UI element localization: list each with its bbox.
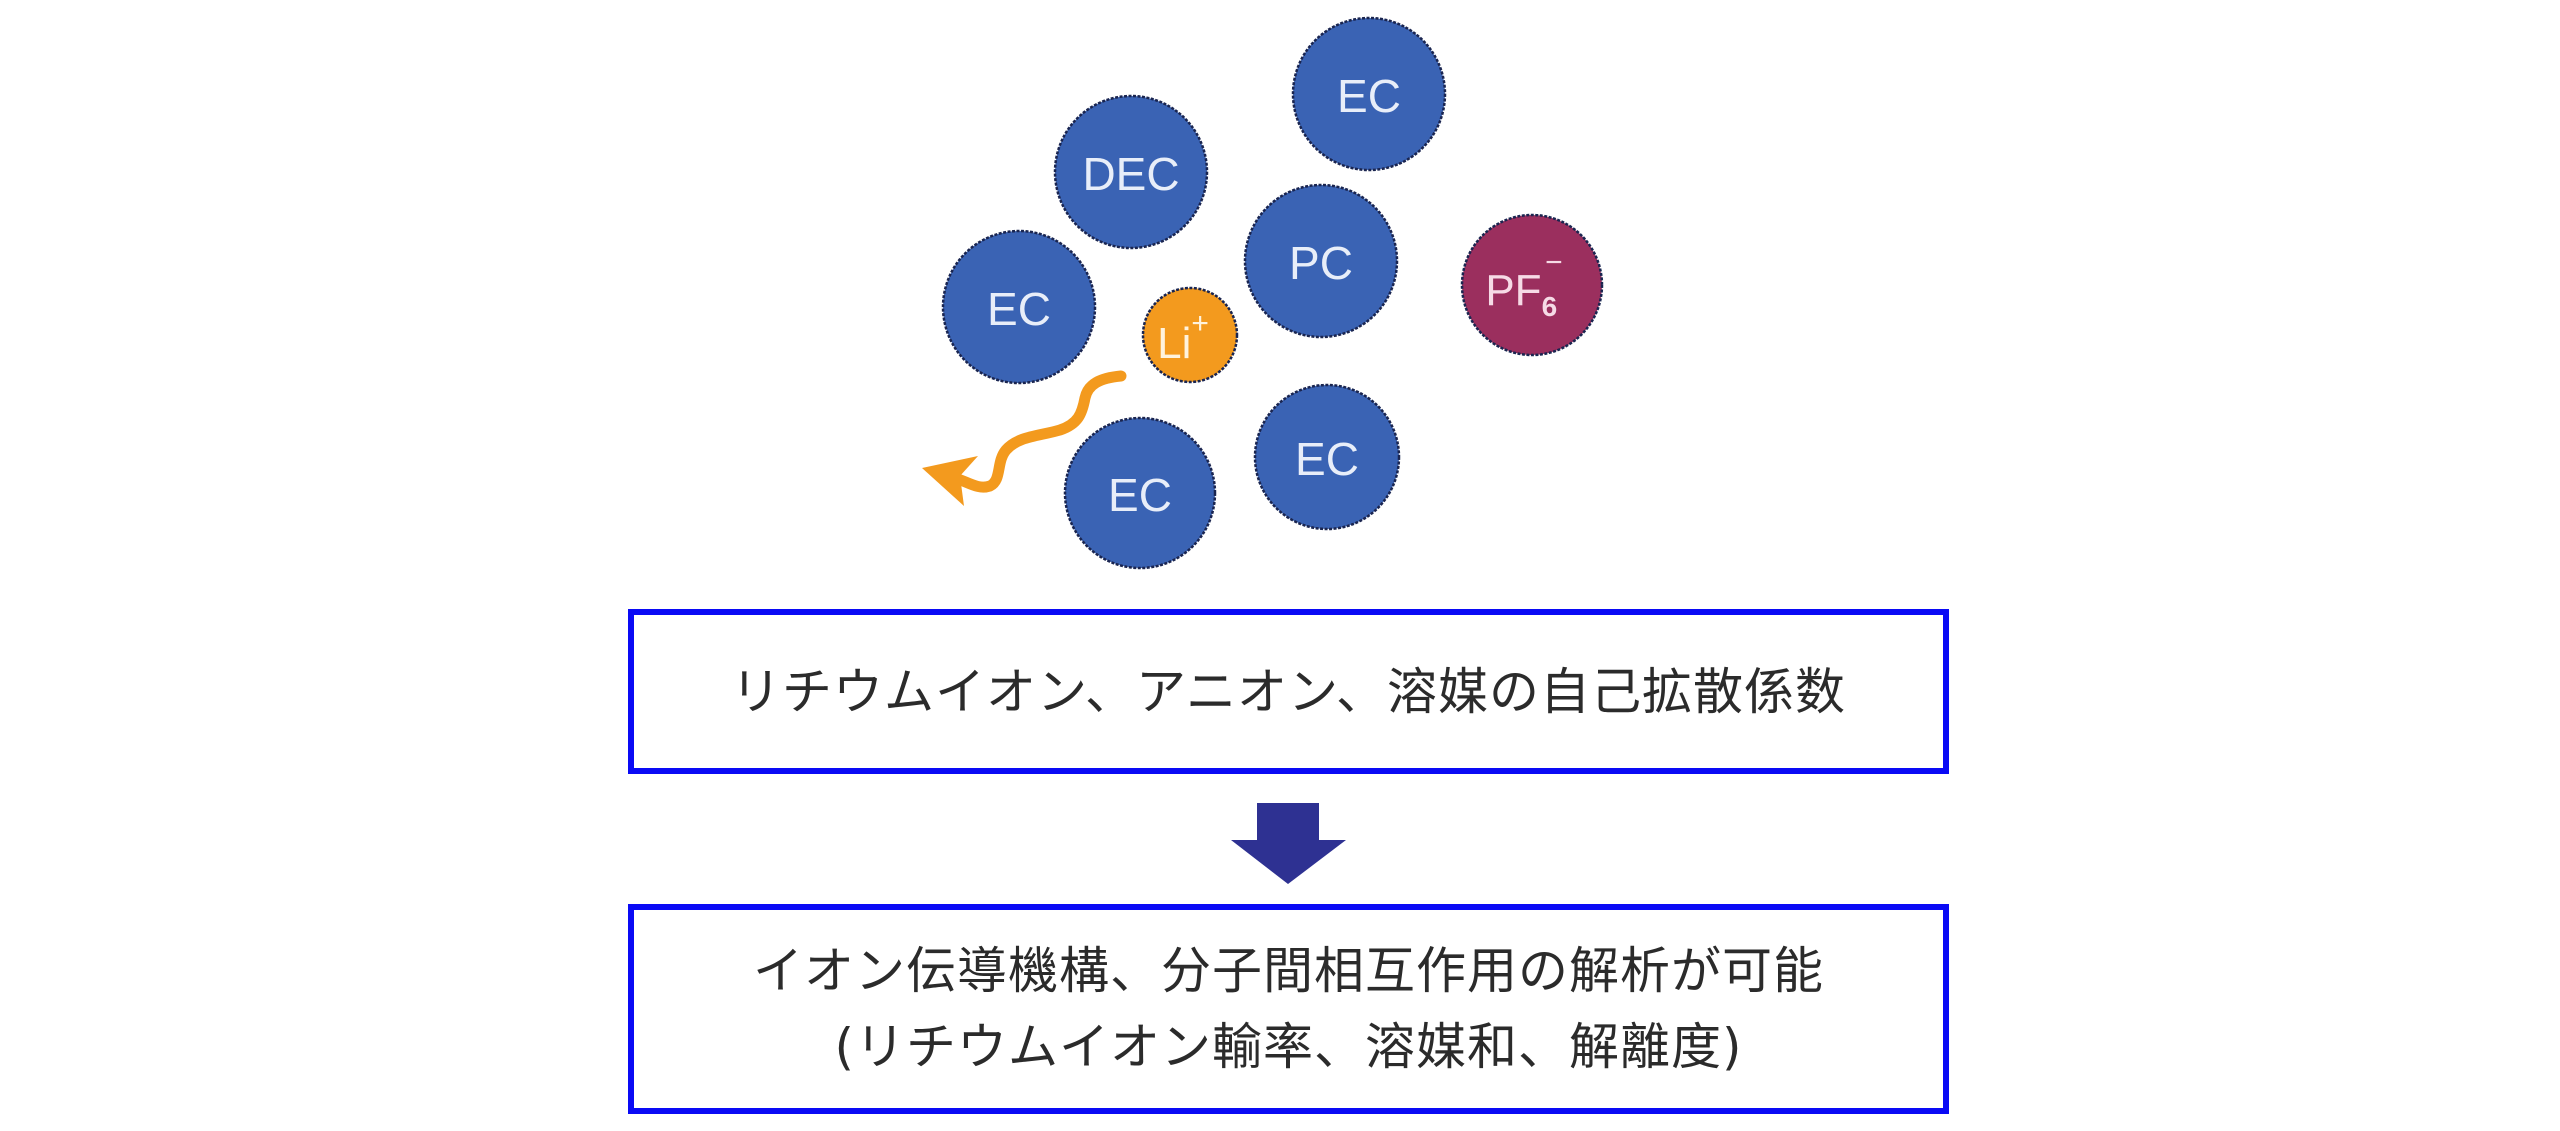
diffusion-wave-line <box>949 370 1127 493</box>
li-charge: + <box>1191 307 1209 340</box>
molecule-label: EC <box>1108 469 1172 521</box>
molecule-dec: DEC <box>1053 94 1209 250</box>
svg-text:PF6−: PF6 − <box>1485 246 1562 322</box>
molecule-label: EC <box>1295 433 1359 485</box>
self-diffusion-coefficient-box: リチウムイオン、アニオン、溶媒の自己拡散係数 <box>628 609 1949 774</box>
box-2-line-2: (リチウムイオン輸率、溶媒和、解離度) <box>834 1018 1743 1076</box>
pf6-label: PF <box>1485 266 1541 315</box>
li-diffusion-path-arrow <box>922 370 1127 506</box>
molecule-ec-top: EC <box>1291 16 1447 172</box>
diffusion-arrowhead <box>922 456 978 506</box>
molecule-ec-left: EC <box>941 229 1097 385</box>
molecule-pf6-anion: PF6 − <box>1460 213 1604 357</box>
molecule-label: EC <box>1337 70 1401 122</box>
pf6-charge: − <box>1545 246 1563 279</box>
molecule-li-ion: Li+ <box>1141 286 1239 384</box>
molecule-label: DEC <box>1082 148 1179 200</box>
down-arrow-icon <box>1231 803 1346 884</box>
molecule-label: EC <box>987 283 1051 335</box>
molecule-pc: PC <box>1243 183 1399 339</box>
pf6-subscript: 6 <box>1542 291 1558 322</box>
box-2-line-1: イオン伝導機構、分子間相互作用の解析が可能 <box>753 942 1824 1000</box>
box-1-line-1: リチウムイオン、アニオン、溶媒の自己拡散係数 <box>731 662 1846 721</box>
molecule-label: PC <box>1289 237 1353 289</box>
analysis-capability-box: イオン伝導機構、分子間相互作用の解析が可能 (リチウムイオン輸率、溶媒和、解離度… <box>628 904 1949 1114</box>
molecule-ec-bottom-right: EC <box>1253 383 1401 531</box>
svg-text:Li+: Li+ <box>1157 307 1209 368</box>
li-label: Li <box>1157 319 1191 368</box>
molecule-ec-bottom-left: EC <box>1063 416 1217 570</box>
molecule-diagram: EC DEC PC EC Li+ PF6 − EC EC <box>922 16 1604 570</box>
